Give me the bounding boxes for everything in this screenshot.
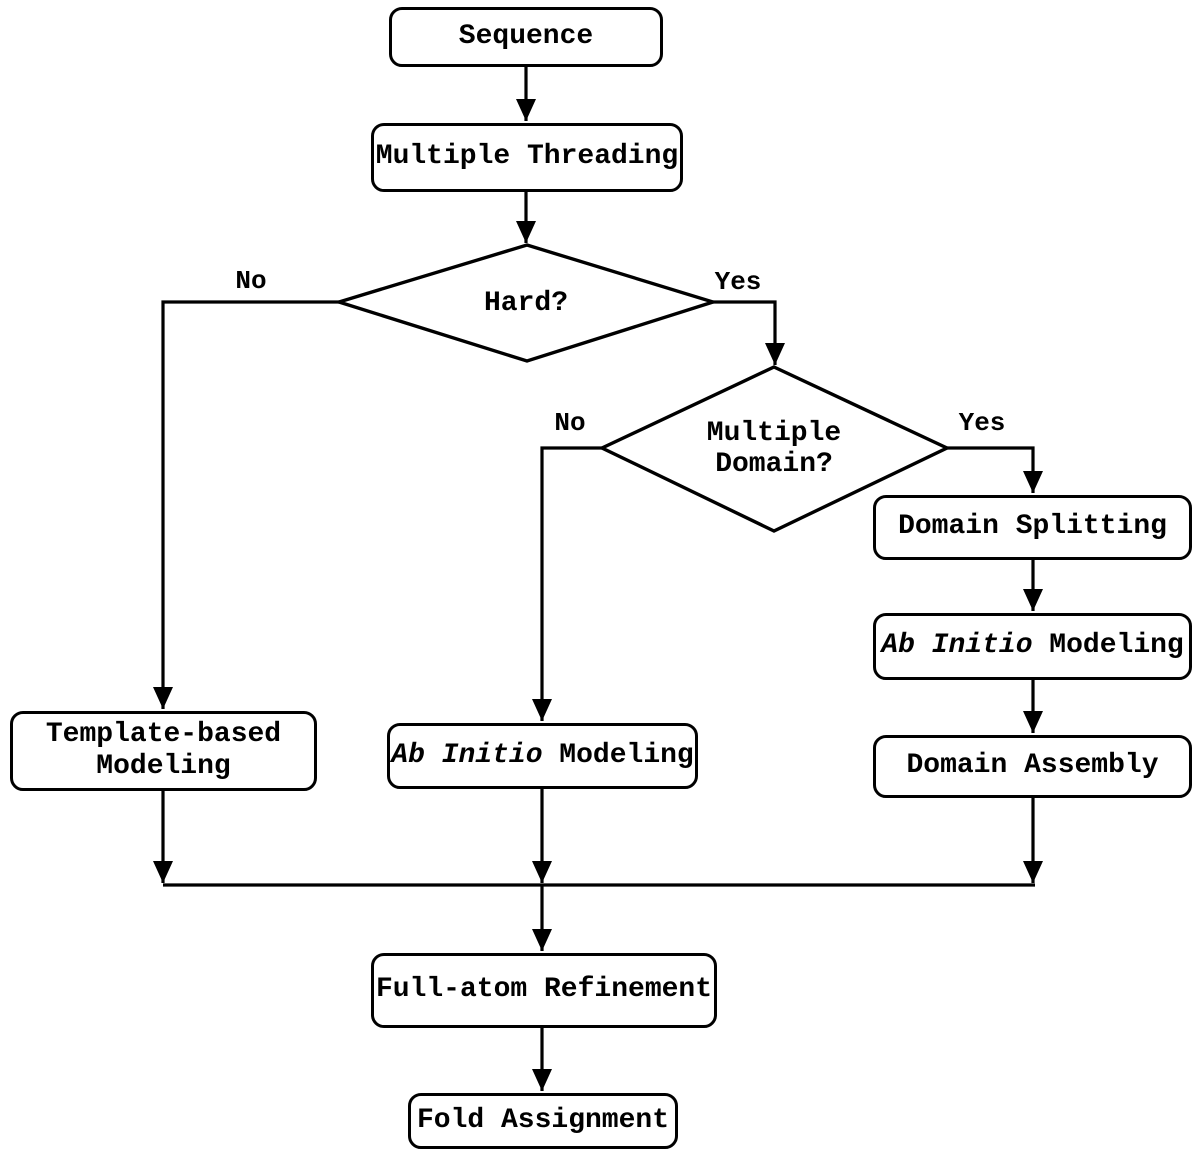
node-domain-assembly: Domain Assembly (873, 735, 1192, 798)
edge-label-hard-yes: Yes (714, 267, 762, 297)
node-sequence: Sequence (389, 7, 663, 67)
node-fold-assignment: Fold Assignment (408, 1093, 678, 1149)
node-ab-initio-modeling-right-label: Ab Initio Modeling (881, 630, 1183, 662)
ab-initio-italic-text: Ab Initio (881, 630, 1033, 662)
node-sequence-label: Sequence (458, 20, 594, 52)
node-template-based-modeling: Template-based Modeling (10, 711, 317, 791)
template-based-line2: Modeling (96, 751, 231, 782)
hard-decision-label: Hard? (483, 288, 568, 319)
decision-shapes (333, 243, 951, 533)
template-based-line1: Template-based (45, 718, 282, 750)
node-ab-initio-modeling-right: Ab Initio Modeling (873, 613, 1192, 680)
edge-label-hard-no: No (235, 266, 267, 296)
edge-label-multiple-domain-no: No (554, 408, 586, 438)
node-domain-assembly-label: Domain Assembly (906, 750, 1159, 782)
modeling-regular-text: Modeling (1032, 630, 1184, 662)
edge-multidomain-no-to-abinitio (532, 446, 602, 721)
node-ab-initio-modeling-center: Ab Initio Modeling (387, 723, 698, 789)
node-ab-initio-modeling-center-label: Ab Initio Modeling (391, 740, 693, 772)
node-full-atom-refinement-label: Full-atom Refinement (375, 974, 713, 1006)
node-fold-assignment-label: Fold Assignment (416, 1104, 670, 1136)
ab-initio-italic-text: Ab Initio (391, 739, 543, 771)
modeling-regular-text: Modeling (542, 739, 694, 771)
node-full-atom-refinement: Full-atom Refinement (371, 953, 717, 1028)
multiple-domain-decision-shape (598, 365, 951, 533)
edge-label-multiple-domain-yes: Yes (958, 408, 1006, 438)
multiple-domain-line2: Domain? (715, 449, 833, 480)
edge-hard-yes-to-multidomain (713, 300, 785, 365)
edge-multidomain-yes-to-splitting (947, 446, 1043, 493)
multiple-domain-decision-label: Multiple Domain? (674, 418, 874, 480)
node-multiple-threading-label: Multiple Threading (375, 141, 679, 173)
edge-hard-no-to-template (153, 300, 339, 709)
multiple-domain-line1: Multiple (706, 418, 842, 449)
node-multiple-threading: Multiple Threading (371, 123, 683, 192)
node-domain-splitting-label: Domain Splitting (898, 511, 1167, 543)
node-domain-splitting: Domain Splitting (873, 495, 1192, 560)
edges (153, 67, 1043, 1091)
hard-decision-shape (333, 243, 719, 363)
